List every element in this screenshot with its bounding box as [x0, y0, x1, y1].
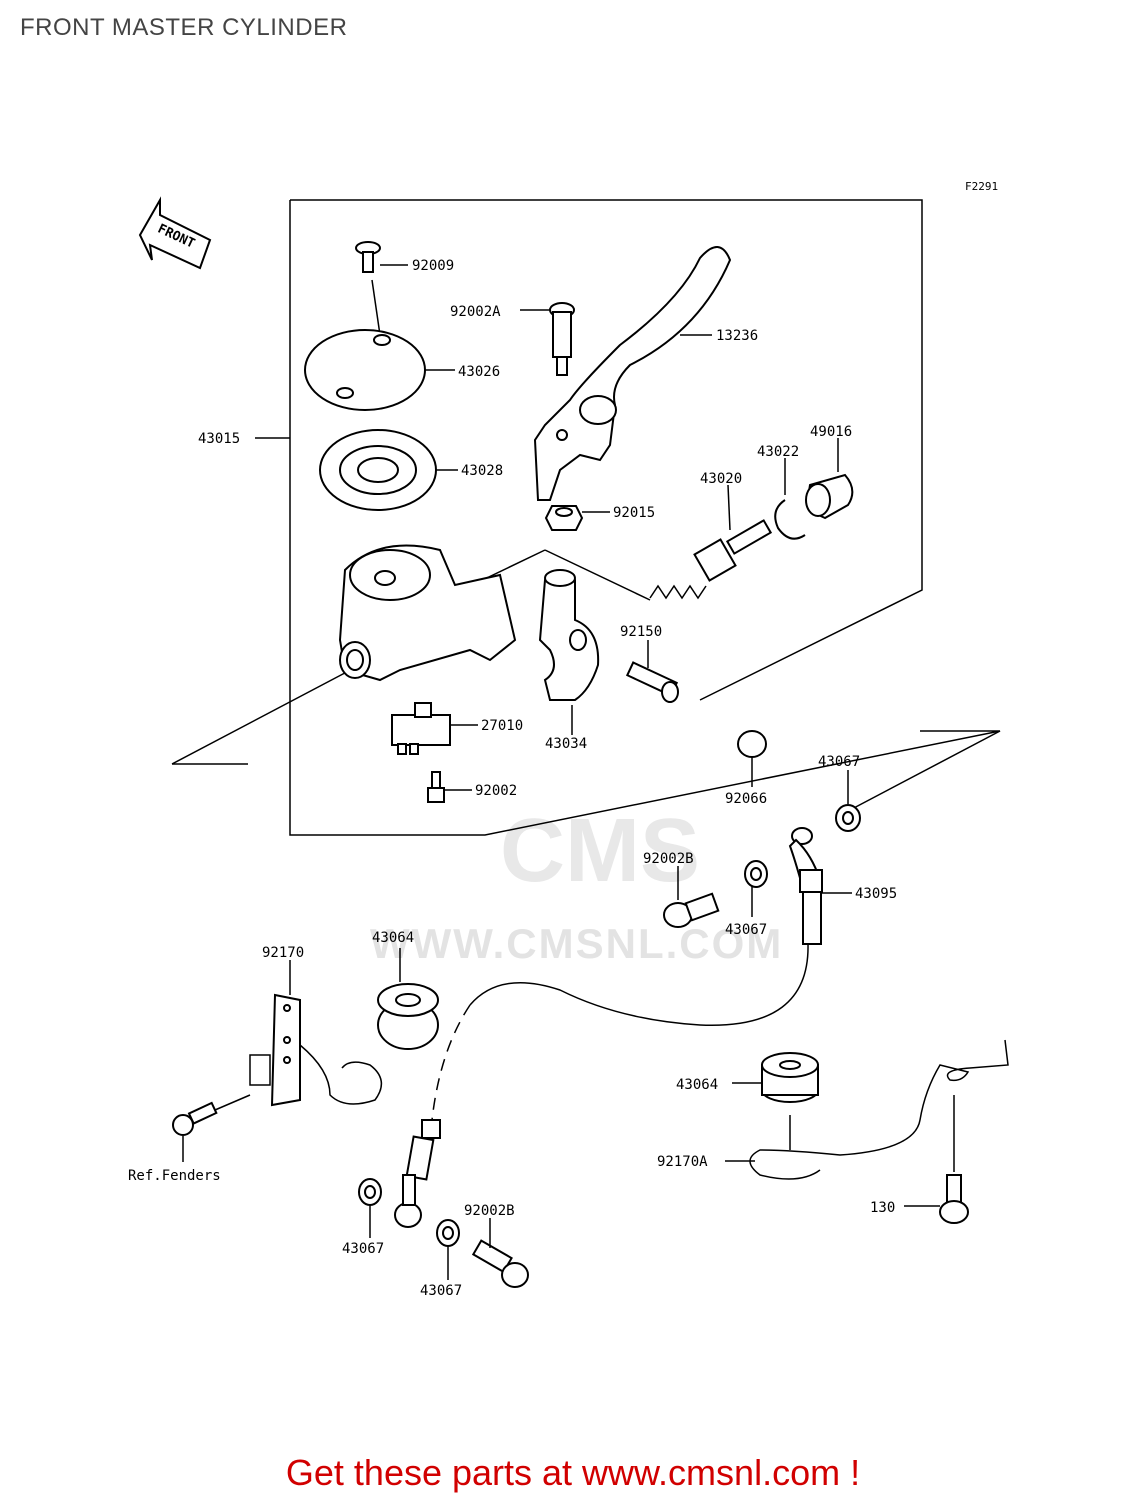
- ref-note: Ref.Fenders: [128, 1168, 221, 1184]
- label-43067-d: 43067: [420, 1283, 462, 1299]
- master-cylinder-body-icon: [338, 544, 517, 682]
- brake-hose: [469, 943, 809, 1026]
- label-43034: 43034: [545, 736, 587, 752]
- washer-icon: [358, 1178, 382, 1206]
- reservoir-cap-icon: [304, 329, 426, 411]
- label-43095: 43095: [855, 886, 897, 902]
- label-92009: 92009: [412, 258, 454, 274]
- label-92150: 92150: [620, 624, 662, 640]
- screw-92009-icon: [355, 241, 381, 273]
- label-49016: 49016: [810, 424, 852, 440]
- label-92066: 92066: [725, 791, 767, 807]
- grommet-a-icon: [377, 983, 439, 1050]
- assembly-frame-left: [289, 200, 1001, 836]
- label-43067-a: 43067: [818, 754, 860, 770]
- promo-link[interactable]: Get these parts at www.cmsnl.com !: [285, 1452, 861, 1493]
- label-43067-b: 43067: [725, 922, 767, 938]
- grommet-b-icon: [761, 1052, 819, 1103]
- label-92002: 92002: [475, 783, 517, 799]
- washer-icon: [744, 860, 768, 888]
- hose-bracket-icon: [249, 993, 383, 1107]
- label-43026: 43026: [458, 364, 500, 380]
- front-arrow-icon: FRONT: [138, 196, 212, 270]
- label-43020: 43020: [700, 471, 742, 487]
- brake-switch-icon: [391, 702, 451, 755]
- label-27010: 27010: [481, 718, 523, 734]
- label-92002B-a: 92002B: [643, 851, 694, 867]
- label-92002A: 92002A: [450, 304, 501, 320]
- label-43022: 43022: [757, 444, 799, 460]
- watermark-url: WWW.CMSNL.COM: [370, 920, 784, 967]
- fender-bolt-icon: [172, 1101, 218, 1136]
- banjo-bolt-a-icon: [663, 892, 720, 928]
- label-43067-c: 43067: [342, 1241, 384, 1257]
- page-title: FRONT MASTER CYLINDER: [20, 14, 348, 41]
- label-92170: 92170: [262, 945, 304, 961]
- watermark-logo: CMS: [500, 801, 700, 901]
- figure-code: F2291: [965, 180, 998, 193]
- screw-92002-icon: [427, 771, 445, 803]
- assembly-frame: [290, 199, 923, 701]
- banjo-bolt-b-icon: [471, 1239, 529, 1288]
- label-130: 130: [870, 1200, 895, 1216]
- clamp-43034-icon: [538, 569, 600, 701]
- label-43064-a: 43064: [372, 930, 414, 946]
- label-92170A: 92170A: [657, 1154, 708, 1170]
- circlip-icon: [774, 499, 806, 540]
- label-92002B-b: 92002B: [464, 1203, 515, 1219]
- bolt-92150-icon: [625, 661, 679, 703]
- hose-lower-fitting-icon: [394, 1119, 441, 1228]
- hose-fitting-icon: [788, 827, 823, 945]
- nut-92015-icon: [544, 505, 584, 531]
- piston-spring-icon: [649, 519, 773, 600]
- parts-diagram: FRONT F2291 92009 43026 43015 43028: [128, 180, 1009, 1299]
- dust-boot-icon: [805, 473, 854, 520]
- pivot-bolt-92002A-icon: [549, 302, 575, 376]
- hose-bracket-a-icon: [749, 1039, 1009, 1180]
- label-43015: 43015: [198, 431, 240, 447]
- washer-icon: [835, 804, 861, 832]
- cap-92066-icon: [737, 730, 767, 758]
- label-92015: 92015: [613, 505, 655, 521]
- bolt-130-icon: [939, 1174, 969, 1224]
- washer-icon: [436, 1219, 460, 1247]
- diaphragm-icon: [319, 429, 437, 511]
- label-43064-b: 43064: [676, 1077, 718, 1093]
- brake-lever-icon: [533, 246, 732, 501]
- label-13236: 13236: [716, 328, 758, 344]
- label-43028: 43028: [461, 463, 503, 479]
